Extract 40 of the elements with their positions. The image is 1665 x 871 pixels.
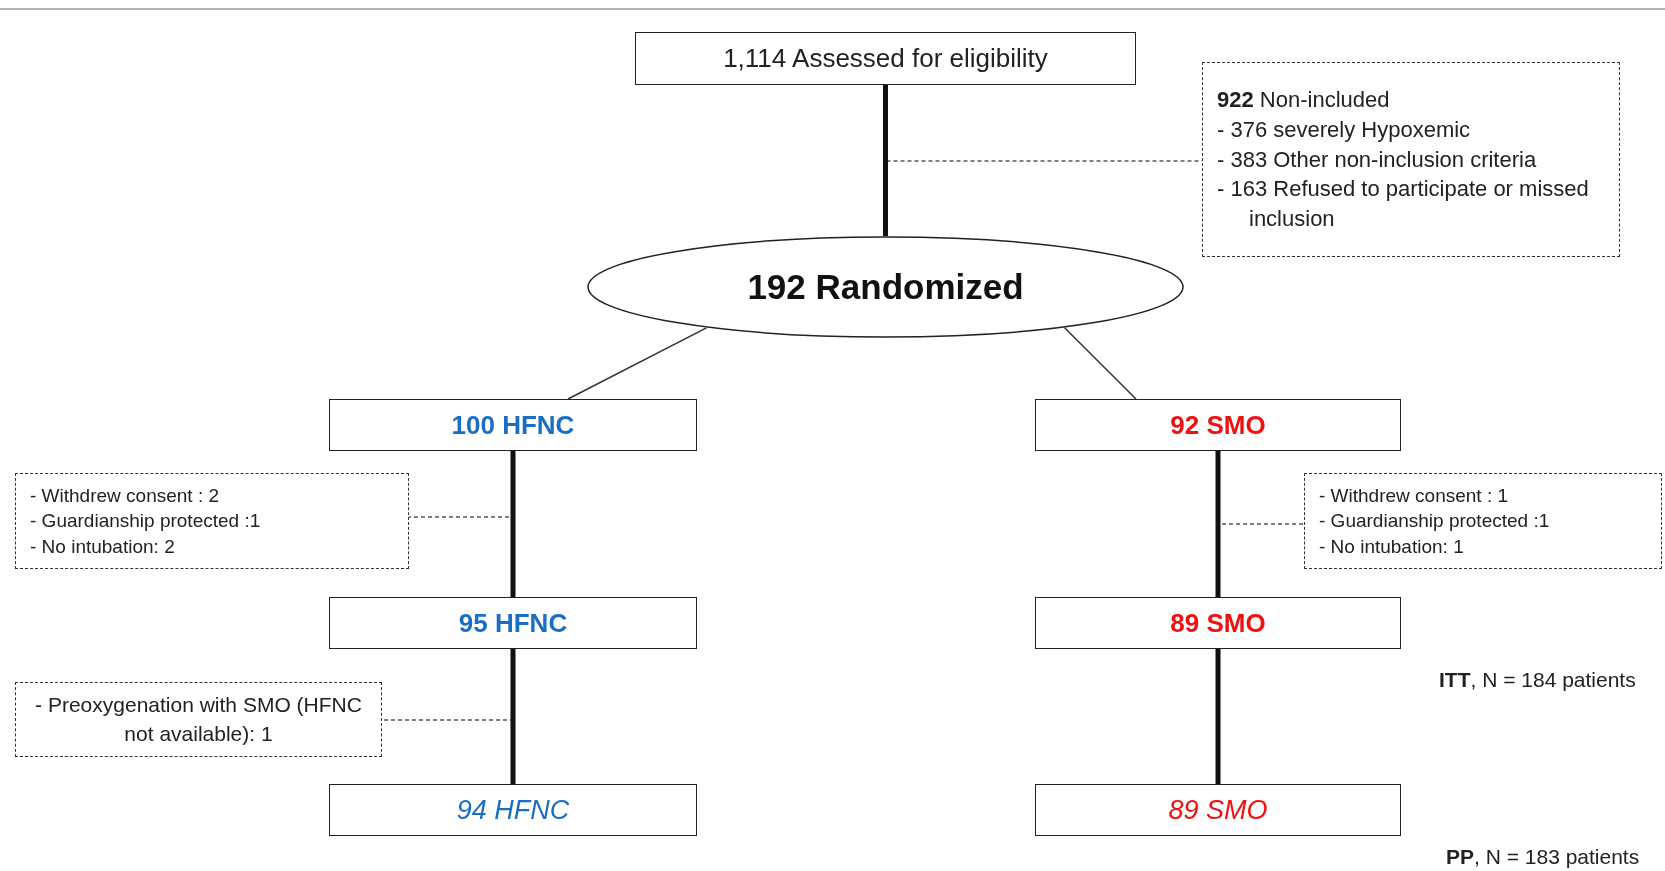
- node-label: 94 HFNC: [456, 794, 570, 826]
- list-item: - No intubation: 1: [1319, 534, 1464, 559]
- process-box: [635, 32, 1136, 85]
- list-item: - 163 Refused to participate or missed inclusion: [1217, 175, 1590, 234]
- exclusion-box: [15, 682, 382, 757]
- connector-line: [510, 451, 516, 597]
- node-label: 192 Randomized: [747, 267, 1024, 307]
- node-label: 89 SMO: [1170, 607, 1266, 639]
- node-label: 95 HFNC: [458, 607, 568, 639]
- node-label: 1,114 Assessed for eligibility: [723, 43, 1048, 74]
- population-note: ITT, N = 184 patients: [1439, 668, 1636, 692]
- group-box: [329, 597, 697, 649]
- list-item: - Preoxygenation with SMO (HFNC not available): 1: [34, 692, 363, 747]
- randomization-ellipse: [587, 236, 1184, 338]
- connector-line: [567, 327, 708, 400]
- list-item: - Guardianship protected :1: [1319, 509, 1550, 534]
- group-box: [1035, 597, 1401, 649]
- list-item: - Withdrew consent : 1: [1319, 483, 1509, 508]
- list-item: - 376 severely Hypoxemic: [1217, 115, 1471, 144]
- list-item: - Withdrew consent : 2: [30, 483, 220, 508]
- group-box: [329, 399, 697, 451]
- group-box: [1035, 399, 1401, 451]
- group-box: [329, 784, 697, 836]
- exclusion-box: [1304, 473, 1662, 569]
- connector-line: [1215, 451, 1221, 597]
- list-item: - No intubation: 2: [30, 534, 175, 559]
- connector-line: [1215, 649, 1221, 784]
- connector-line: [883, 85, 888, 236]
- list-item: - 383 Other non-inclusion criteria: [1217, 145, 1537, 174]
- node-label: 100 HFNC: [451, 409, 575, 441]
- group-box: [1035, 784, 1401, 836]
- node-label: 89 SMO: [1168, 794, 1268, 826]
- list-item: 922 Non-included: [1217, 86, 1390, 115]
- connector-line: [510, 649, 516, 784]
- list-item: - Guardianship protected :1: [30, 509, 261, 534]
- exclusion-box: [15, 473, 409, 569]
- connector-line: [1063, 327, 1137, 400]
- node-label: 92 SMO: [1170, 409, 1266, 441]
- exclusion-box: [1202, 62, 1620, 257]
- population-note: PP, N = 183 patients: [1446, 845, 1640, 869]
